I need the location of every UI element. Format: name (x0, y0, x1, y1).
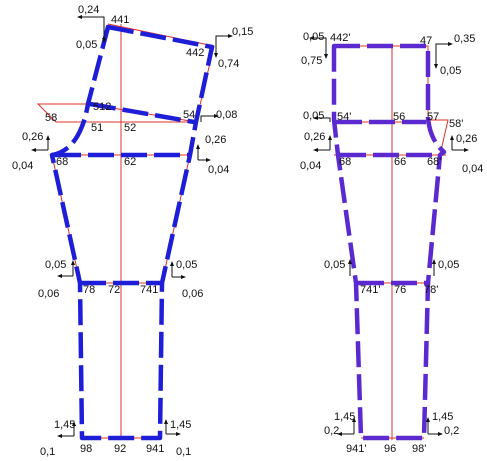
right-shift-label: 0,04 (462, 163, 483, 175)
left-top-construction (36, 23, 215, 123)
right-shift-label: 0,04 (300, 160, 321, 172)
left-point-label: 441 (111, 14, 129, 26)
right-shift-label: 0,26 (456, 133, 477, 145)
right-point-label: 941' (346, 443, 366, 455)
left-point-label: 941 (146, 443, 164, 455)
left-point-label: 78 (83, 284, 95, 296)
left-point-label: 98 (80, 443, 92, 455)
right-shift-label: 0,05 (324, 259, 345, 271)
right-shift-label: 0,05 (438, 259, 459, 271)
left-point-label: 72 (108, 284, 120, 296)
left-shift-label: 0,74 (218, 58, 239, 70)
left-shift-label: 0,15 (232, 26, 253, 38)
right-shift-label: 0,05 (303, 110, 324, 122)
left-point-label: 442 (186, 47, 204, 59)
right-shift-arrows (309, 36, 469, 436)
right-point-label: 442' (330, 32, 350, 44)
left-shift-arrows (31, 15, 233, 438)
right-point-label: 47 (420, 35, 432, 47)
left-shift-label: 0,04 (12, 160, 33, 172)
right-point-label: 57 (427, 111, 439, 123)
right-point-label: 76 (394, 284, 406, 296)
left-shift-label: 0,06 (182, 288, 203, 300)
left-point-label: 68 (56, 156, 68, 168)
right-point-label: 54' (337, 111, 351, 123)
left-point-label: 92 (114, 443, 126, 455)
left-point-label: 512 (93, 101, 111, 113)
right-point-label: 56 (393, 111, 405, 123)
left-point-label: 52 (124, 122, 136, 134)
left-point-label: 741 (140, 284, 158, 296)
left-shift-label: 0,26 (22, 131, 43, 143)
right-shift-label: 0,26 (304, 131, 325, 143)
right-shift-label: 1,45 (432, 411, 453, 423)
right-shift-label: 0,2 (324, 425, 339, 437)
left-shift-label: 0,05 (76, 39, 97, 51)
right-point-label: 68' (427, 156, 441, 168)
right-point-label: 78' (424, 284, 438, 296)
left-shift-label: 0,1 (176, 446, 191, 458)
right-point-label: 68 (339, 156, 351, 168)
right-shift-label: 0,35 (454, 33, 475, 45)
right-shift-label: 0,05 (303, 31, 324, 43)
left-shift-label: 0,24 (78, 4, 99, 16)
right-shift-label: 0,2 (444, 425, 459, 437)
left-point-label: 54 (183, 109, 195, 121)
left-seat-line (89, 101, 195, 125)
left-shift-label: 0,1 (40, 446, 55, 458)
right-top-construction (334, 45, 449, 156)
right-point-label: 66 (394, 156, 406, 168)
left-outline (49, 24, 215, 441)
right-outline (331, 43, 447, 441)
left-shift-label: 0,06 (38, 288, 59, 300)
left-shift-label: 0,26 (205, 134, 226, 146)
right-point-label: 741' (360, 284, 380, 296)
right-point-label: 96 (384, 443, 396, 455)
right-point-label: 98' (412, 443, 426, 455)
left-shift-label: 1,45 (54, 419, 75, 431)
right-shift-label: 0,05 (440, 65, 461, 77)
right-pattern: 442' 47 54' 56 57 58' 68 66 68' 741' 76 … (300, 31, 483, 455)
left-shift-label: 0,05 (176, 259, 197, 271)
left-pattern: 441 442 512 54 58 51 52 68 62 78 72 741 … (12, 4, 253, 458)
left-point-label: 51 (91, 122, 103, 134)
right-point-label: 58' (449, 118, 463, 130)
left-shift-label: 0,05 (45, 259, 66, 271)
right-shift-label: 1,45 (334, 411, 355, 423)
left-point-label: 58 (45, 112, 57, 124)
right-shift-label: 0,75 (301, 55, 322, 67)
left-point-label: 62 (124, 156, 136, 168)
left-shift-label: 0,04 (208, 164, 229, 176)
left-shift-label: 0,08 (216, 109, 237, 121)
left-shift-label: 1,45 (170, 419, 191, 431)
